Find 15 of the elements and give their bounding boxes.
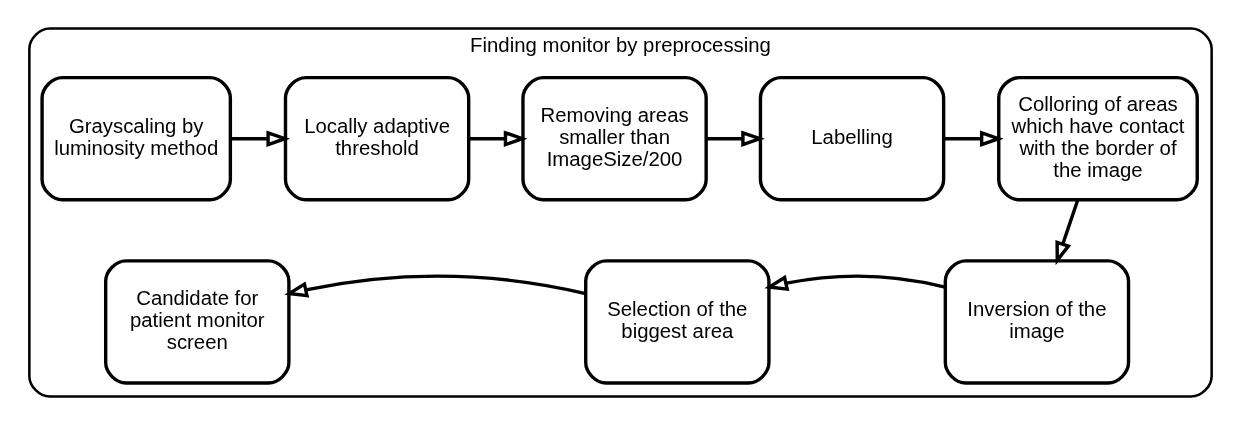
arrow: [1055, 199, 1080, 266]
node-box: Selection of the biggest area: [584, 259, 771, 385]
arrow: [706, 130, 765, 148]
node-box: Labelling: [758, 75, 946, 202]
arrow: [764, 274, 946, 292]
node-box: Colloring of areas which have contact with the border of the image: [997, 75, 1199, 202]
node-box: Removing areas smaller than ImageSize/200: [521, 75, 708, 202]
arrow: [230, 130, 291, 148]
arrow: [943, 130, 1004, 148]
arrow: [468, 130, 528, 148]
node-box: Candidate for patient monitor screen: [104, 259, 291, 385]
arrow: [284, 274, 586, 298]
node-box: Grayscaling by luminosity method: [40, 75, 233, 202]
node-box: Locally adaptive threshold: [283, 75, 471, 202]
node-box: Inversion of the image: [943, 259, 1131, 385]
